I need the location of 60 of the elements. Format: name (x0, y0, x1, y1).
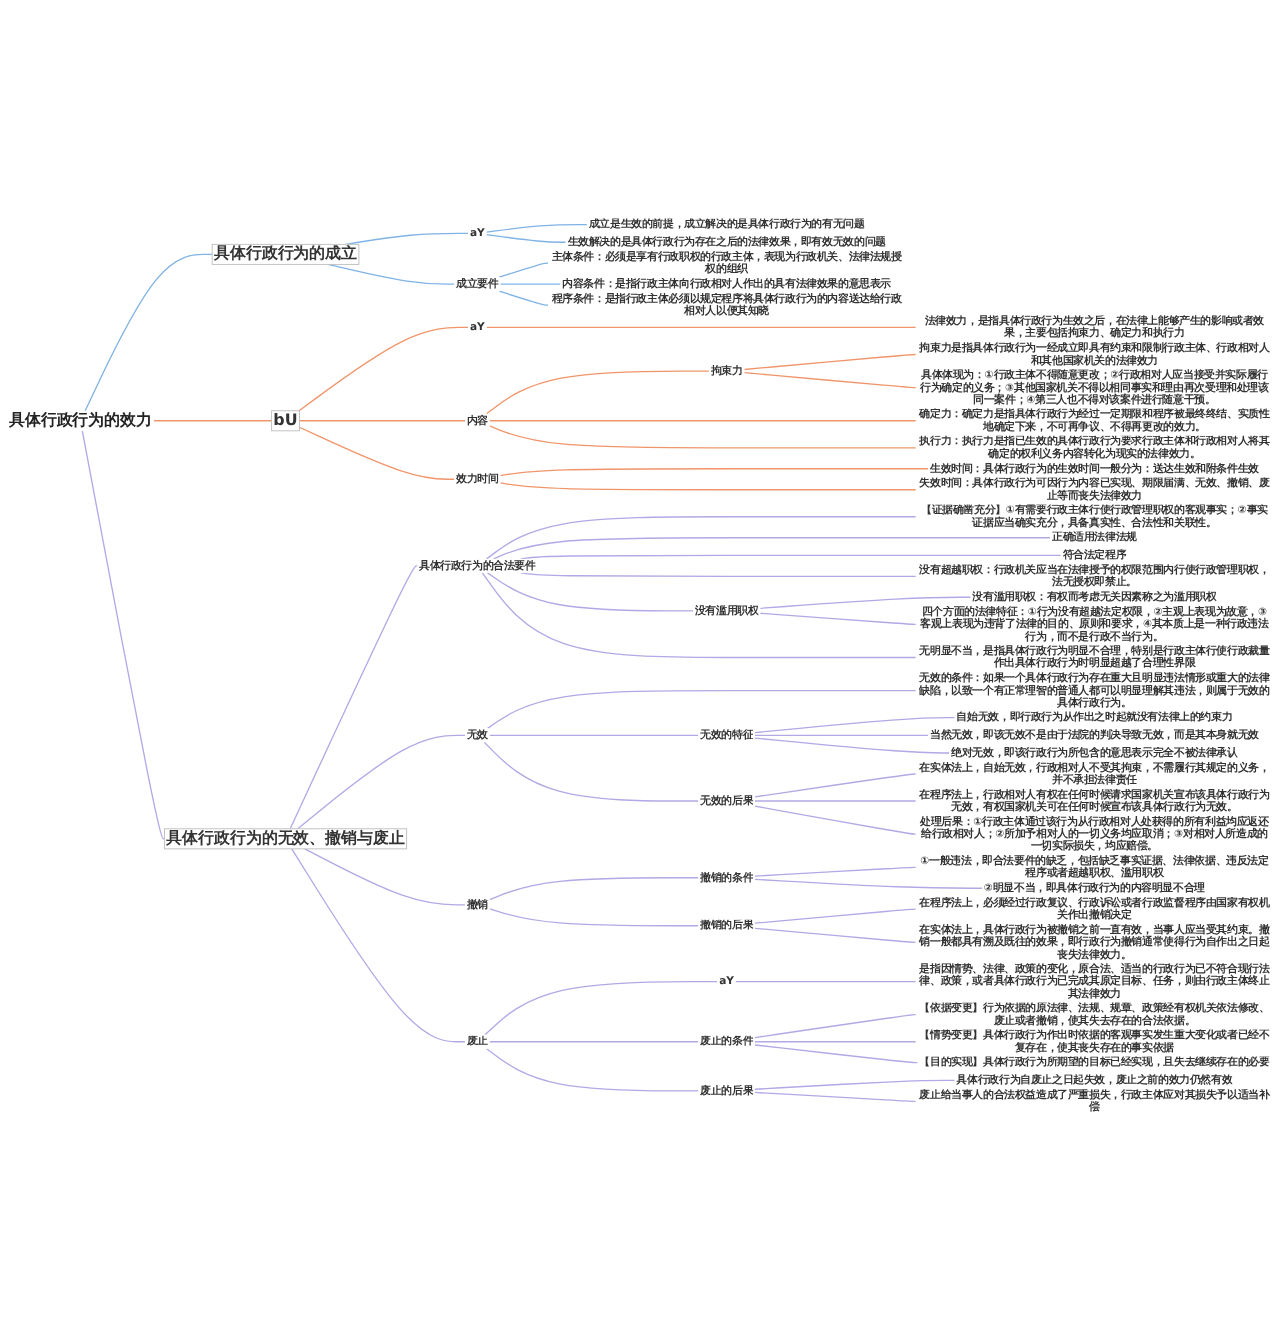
connector (754, 866, 917, 877)
connector (754, 737, 951, 754)
connector (298, 426, 456, 480)
connector (754, 800, 917, 802)
connector (499, 468, 929, 477)
connector (485, 370, 710, 415)
connector (304, 848, 466, 906)
connector (492, 537, 1051, 560)
connector (759, 612, 917, 625)
node-box (211, 243, 360, 265)
connector (499, 482, 917, 491)
connector (485, 234, 567, 243)
connector (489, 420, 917, 422)
connector (759, 596, 972, 609)
connector (489, 877, 699, 901)
connector (520, 572, 917, 577)
connector (486, 516, 917, 560)
connector (481, 572, 917, 659)
connector (754, 878, 983, 889)
connector (84, 253, 213, 412)
connector (489, 1041, 699, 1043)
connector (485, 326, 917, 329)
connector (754, 717, 956, 734)
connector (754, 1091, 917, 1102)
node-box (271, 410, 300, 432)
connector (743, 353, 917, 371)
connector (489, 425, 917, 449)
connector (485, 223, 588, 233)
connector (81, 430, 166, 840)
connector (327, 263, 456, 285)
node-box (164, 828, 408, 850)
connector (298, 326, 469, 412)
connector (754, 1044, 919, 1064)
connector (754, 1014, 917, 1039)
connector (754, 927, 917, 943)
connector (484, 980, 719, 1036)
connector (298, 420, 466, 422)
connector (153, 420, 273, 422)
connector (486, 572, 694, 612)
connector (489, 734, 699, 736)
connector (291, 848, 466, 1043)
connector (289, 565, 418, 830)
connector (498, 262, 549, 278)
connector (754, 805, 917, 835)
connector (754, 1079, 956, 1090)
connector (483, 741, 699, 802)
connector (754, 908, 917, 924)
connector (735, 980, 917, 983)
connector (743, 372, 917, 389)
connector (754, 773, 917, 798)
connector (520, 554, 1062, 560)
connector (486, 1048, 699, 1092)
connector (297, 734, 466, 830)
connector (345, 232, 469, 245)
connector (754, 1041, 917, 1043)
connector (498, 290, 549, 306)
connector (499, 283, 562, 285)
connector (489, 908, 699, 927)
connector (486, 689, 917, 730)
connector (754, 734, 929, 736)
